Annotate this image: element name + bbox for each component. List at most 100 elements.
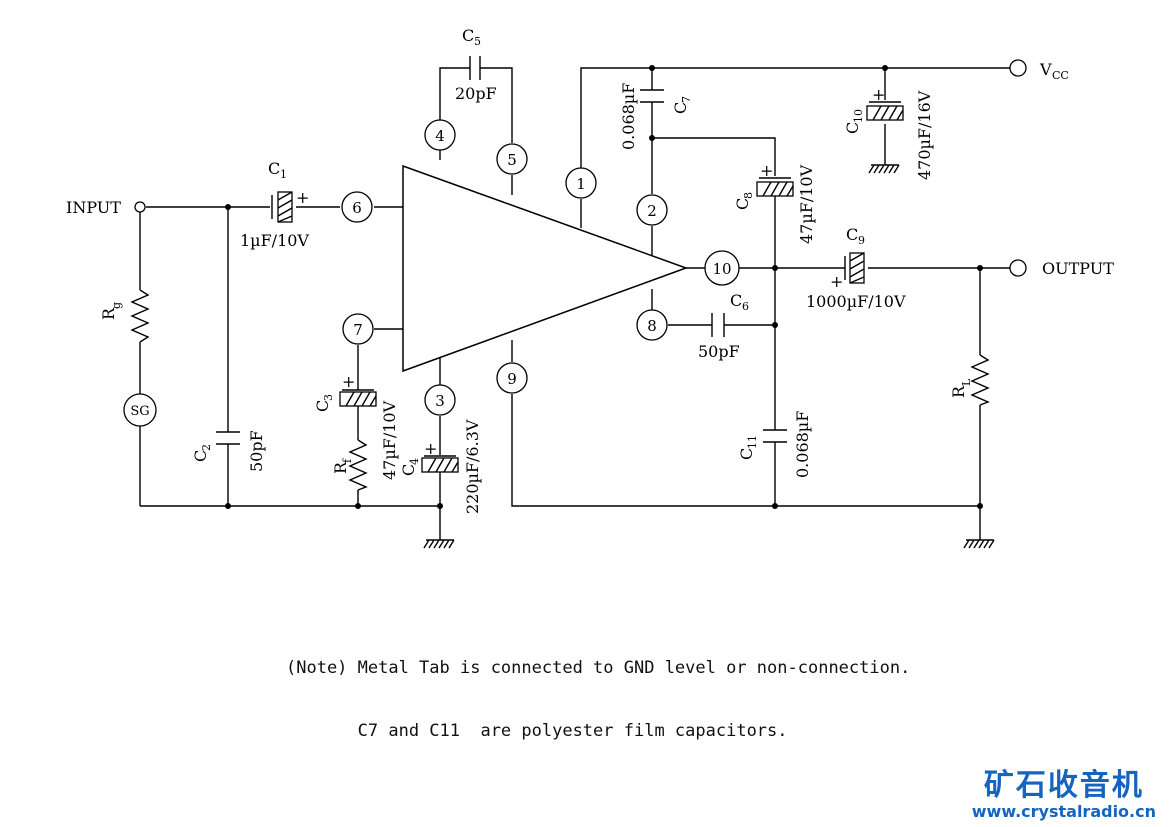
svg-text:R: R <box>99 307 118 320</box>
capacitor-c10: + C 10 470µF/16V <box>843 85 934 180</box>
pin-10: 10 <box>704 250 740 286</box>
svg-text:4: 4 <box>408 458 421 465</box>
output-terminal <box>1009 259 1027 277</box>
svg-text:g: g <box>110 302 123 309</box>
svg-text:9: 9 <box>858 234 865 247</box>
svg-text:0.068µF: 0.068µF <box>619 83 638 150</box>
svg-text:C: C <box>730 291 742 310</box>
svg-text:6: 6 <box>352 199 362 217</box>
svg-text:7: 7 <box>353 321 363 339</box>
signal-generator: SG <box>123 393 157 427</box>
note-line-1: (Note) Metal Tab is connected to GND lev… <box>286 658 911 678</box>
capacitor-c5: C 5 20pF <box>455 26 497 103</box>
pin-3: 3 <box>424 384 456 416</box>
capacitor-c8: + C 8 47µF/10V <box>733 161 816 244</box>
svg-text:8: 8 <box>647 317 657 335</box>
svg-text:f: f <box>341 458 354 463</box>
vcc-label: V <box>1039 60 1052 79</box>
svg-text:L: L <box>960 378 973 386</box>
svg-text:7: 7 <box>680 96 693 103</box>
svg-text:5: 5 <box>474 35 481 48</box>
ground-symbol <box>963 539 995 549</box>
pin-1: 1 <box>565 167 597 199</box>
svg-text:1µF/10V: 1µF/10V <box>240 231 309 250</box>
svg-text:1: 1 <box>576 175 586 193</box>
svg-text:+: + <box>342 372 355 391</box>
capacitor-c6: C 6 50pF <box>698 291 749 361</box>
svg-text:C: C <box>737 448 756 460</box>
svg-text:3: 3 <box>322 394 335 401</box>
wires <box>139 67 1010 540</box>
capacitor-c11: C 11 0.068µF <box>737 411 812 478</box>
junction-dots <box>225 65 983 509</box>
ground-symbol <box>423 539 455 549</box>
pin-4: 4 <box>424 119 456 151</box>
svg-text:C: C <box>313 400 332 412</box>
svg-text:C: C <box>843 122 862 134</box>
svg-text:C: C <box>846 225 858 244</box>
input-terminal <box>134 201 146 213</box>
watermark-brand: 矿石收音机 <box>983 768 1144 803</box>
svg-text:C: C <box>268 159 280 178</box>
svg-text:2: 2 <box>647 202 657 220</box>
capacitor-c3: + C 3 47µF/10V <box>313 372 399 480</box>
svg-text:20pF: 20pF <box>455 84 497 103</box>
svg-text:8: 8 <box>742 192 755 199</box>
resistor-rl: R L <box>949 354 990 406</box>
svg-text:R: R <box>949 385 968 398</box>
ground-symbol <box>868 164 900 174</box>
note-text: (Note) Metal Tab is connected to GND lev… <box>286 616 910 763</box>
svg-text:+: + <box>296 188 309 207</box>
svg-text:C: C <box>671 102 690 114</box>
svg-text:50pF: 50pF <box>698 342 740 361</box>
svg-text:470µF/16V: 470µF/16V <box>915 90 934 180</box>
pin-9: 9 <box>496 362 528 394</box>
output-label: OUTPUT <box>1042 259 1114 278</box>
svg-text:220µF/6.3V: 220µF/6.3V <box>463 419 482 514</box>
svg-text:C: C <box>462 26 474 45</box>
svg-text:C: C <box>191 450 210 462</box>
svg-text:+: + <box>760 161 773 180</box>
capacitor-c2: C 2 50pF <box>191 430 266 472</box>
vcc-terminal <box>1009 59 1027 77</box>
svg-text:1: 1 <box>280 168 287 181</box>
svg-text:10: 10 <box>852 109 865 123</box>
svg-text:C: C <box>733 198 752 210</box>
svg-text:11: 11 <box>746 435 759 449</box>
svg-text:3: 3 <box>435 392 445 410</box>
svg-text:50pF: 50pF <box>247 430 266 472</box>
svg-text:SG: SG <box>130 404 149 419</box>
svg-text:9: 9 <box>507 370 517 388</box>
svg-text:10: 10 <box>712 260 731 278</box>
vcc-label-sub: CC <box>1052 69 1069 82</box>
svg-text:4: 4 <box>435 127 445 145</box>
svg-text:+: + <box>872 85 885 104</box>
svg-text:1000µF/10V: 1000µF/10V <box>806 292 906 311</box>
resistor-rg: R g <box>99 289 150 343</box>
svg-text:47µF/10V: 47µF/10V <box>380 400 399 480</box>
watermark-url: www.crystalradio.cn <box>971 802 1156 821</box>
watermark: 矿石收音机 www.crystalradio.cn <box>972 769 1156 821</box>
svg-text:C: C <box>399 464 418 476</box>
amplifier-triangle <box>402 164 689 373</box>
svg-text:6: 6 <box>742 300 749 313</box>
pin-8: 8 <box>636 309 668 341</box>
svg-text:+: + <box>830 272 843 291</box>
pin-7: 7 <box>342 313 374 345</box>
pin-5: 5 <box>496 143 528 175</box>
note-line-2: C7 and C11 are polyester film capacitors… <box>286 721 788 741</box>
svg-text:47µF/10V: 47µF/10V <box>797 164 816 244</box>
resistor-rf: R f <box>331 439 368 491</box>
capacitor-c4: + C 4 220µF/6.3V <box>399 419 482 514</box>
capacitor-c1: + C 1 1µF/10V <box>240 159 309 250</box>
svg-text:R: R <box>331 461 350 474</box>
pin-6: 6 <box>341 191 373 223</box>
input-label: INPUT <box>66 198 121 217</box>
svg-text:2: 2 <box>200 444 213 451</box>
svg-text:+: + <box>424 439 437 458</box>
capacitor-c9: + C 9 1000µF/10V <box>806 225 906 311</box>
svg-text:5: 5 <box>507 151 517 169</box>
svg-text:0.068µF: 0.068µF <box>793 411 812 478</box>
pin-2: 2 <box>636 194 668 226</box>
